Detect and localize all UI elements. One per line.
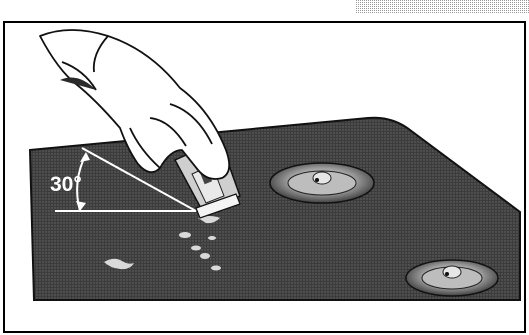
corner-tab	[356, 0, 529, 14]
angle-label: 30°	[50, 173, 82, 196]
burner-cap-icon	[406, 260, 498, 296]
burner-cap-icon	[270, 163, 374, 203]
